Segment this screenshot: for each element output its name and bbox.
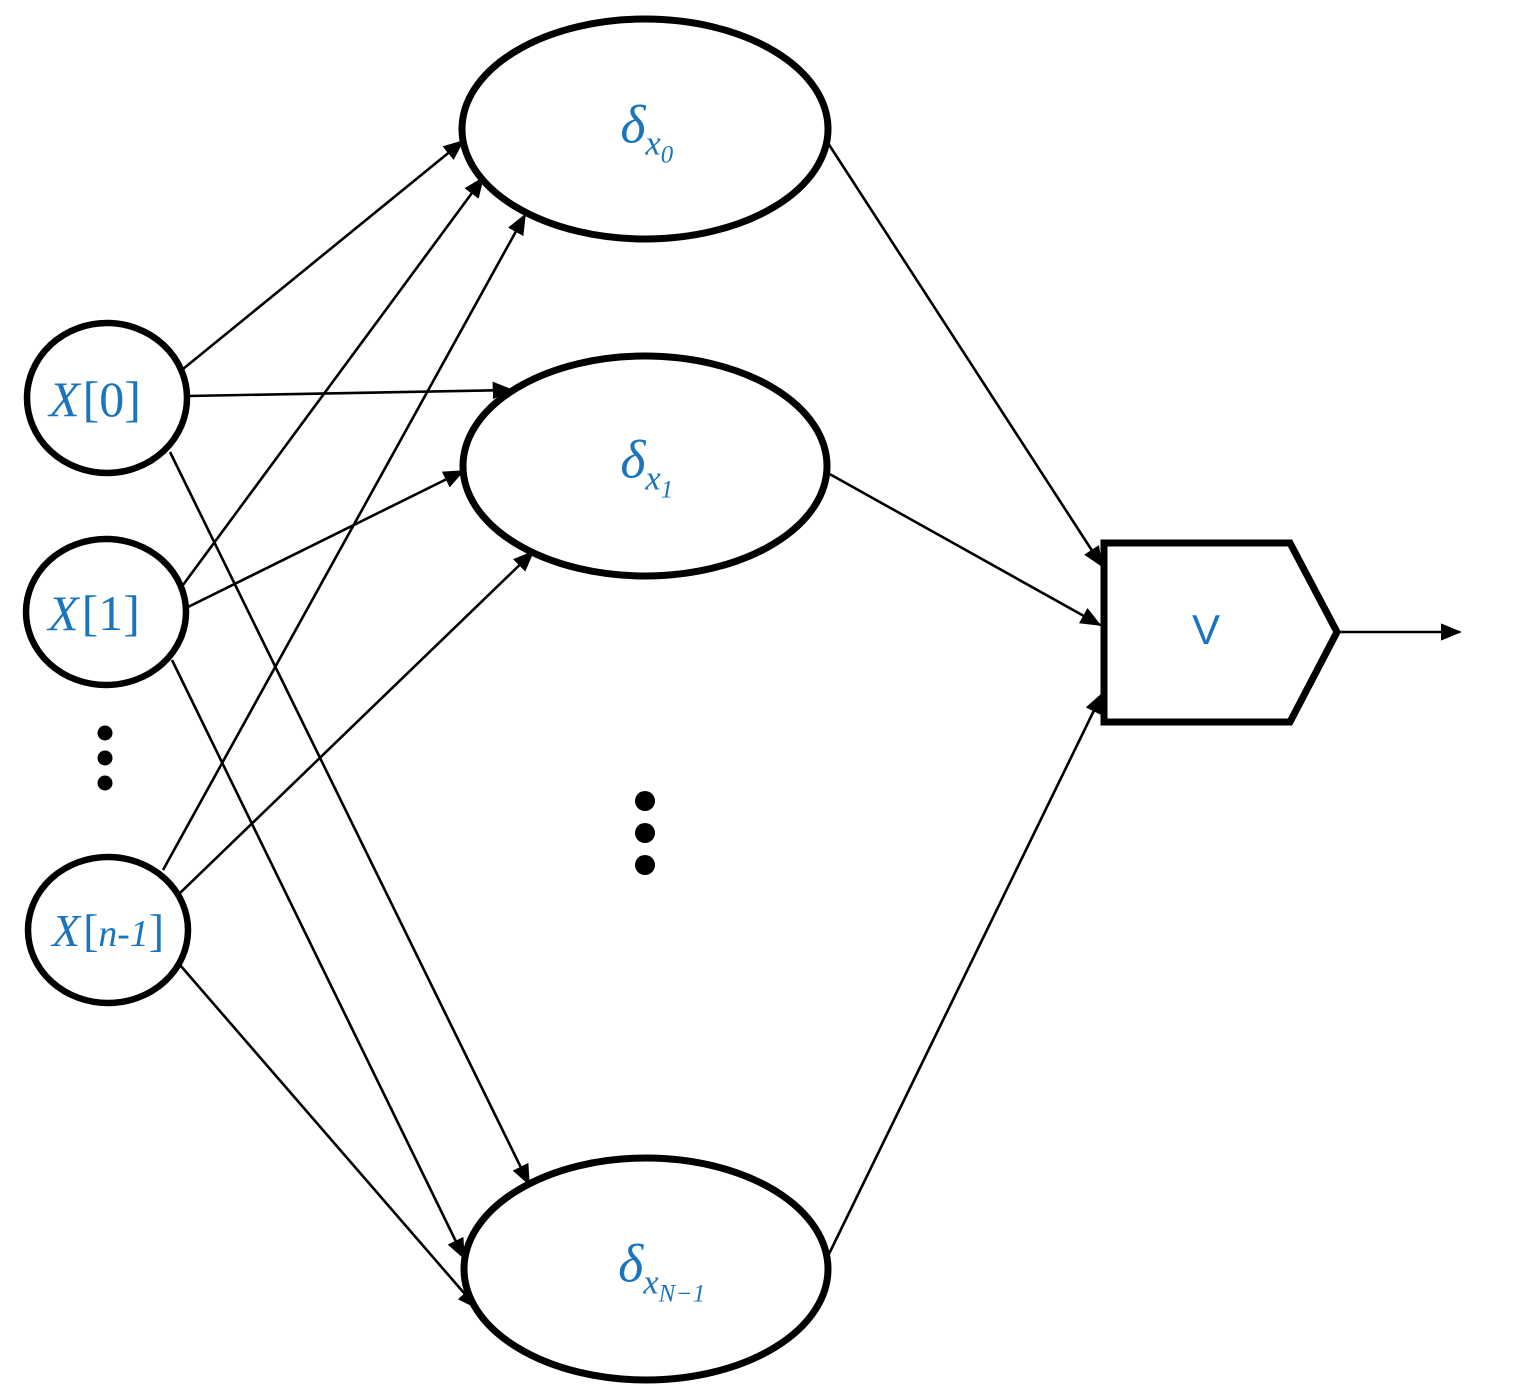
delta1-base: δ: [620, 429, 646, 490]
edge-xn1-to-delta0: [161, 213, 527, 871]
delta1-sub: x: [645, 459, 661, 498]
x0-close-bracket: ]: [124, 371, 141, 427]
delta0-subsub: 0: [660, 141, 674, 169]
edge-delta1-to-v: [825, 470, 1102, 627]
input-node-x1-circle: [22, 535, 190, 689]
input-node-x0-label: X[0]: [49, 374, 141, 424]
x0-var: X: [49, 371, 80, 427]
delta0-base: δ: [620, 94, 646, 155]
delta0-sub: x: [645, 124, 661, 163]
deltaN1-base: δ: [618, 1233, 644, 1294]
vertical-ellipsis-input-column: [97, 725, 113, 791]
delta-node-0-ellipse: [458, 15, 832, 243]
edge-xn1-to-deltaN1: [179, 964, 479, 1310]
edge-x1-to-delta1: [185, 469, 465, 610]
xn1-var: X: [51, 905, 81, 956]
edge-xn1-to-delta1: [179, 550, 535, 894]
x1-var: X: [48, 585, 79, 641]
edge-delta0-to-v: [824, 139, 1104, 568]
output-node-v-label: V: [1191, 606, 1221, 653]
x0-open-bracket: [: [82, 371, 100, 427]
deltaN1-subsub: N−1: [658, 1280, 706, 1308]
output-node-v-pentagon: [1100, 539, 1341, 726]
deltaN1-sub: x: [643, 1263, 659, 1302]
delta-node-0-label: δx0: [620, 98, 673, 169]
x0-index: 0: [99, 371, 125, 427]
xn1-close-bracket: ]: [148, 905, 165, 956]
edge-x0-to-delta1: [186, 381, 514, 400]
vertical-ellipsis-delta-column: [635, 791, 655, 875]
input-node-xn1-label: X[n-1]: [52, 908, 164, 954]
input-node-xn1-circle: [24, 853, 192, 1007]
delta-node-N1-ellipse: [460, 1154, 832, 1384]
xn1-index: n-1: [98, 913, 149, 955]
delta-node-N1-label: δxN−1: [618, 1237, 706, 1308]
x1-close-bracket: ]: [123, 585, 140, 641]
edge-deltaN1-to-v: [826, 692, 1104, 1257]
delta1-subsub: 1: [660, 476, 674, 504]
xn1-open-bracket: [: [83, 905, 99, 956]
input-node-x0-circle: [23, 319, 191, 477]
edge-x1-to-deltaN1: [170, 659, 466, 1260]
input-node-x1-label: X[1]: [48, 588, 140, 638]
delta-node-1-label: δx1: [620, 433, 673, 504]
edge-x0-to-deltaN1: [168, 451, 531, 1186]
x1-open-bracket: [: [81, 585, 99, 641]
edge-x1-to-delta0: [181, 176, 485, 586]
x1-index: 1: [98, 585, 124, 641]
delta-node-1-ellipse: [459, 352, 831, 580]
edge-x0-to-delta0: [182, 139, 465, 371]
